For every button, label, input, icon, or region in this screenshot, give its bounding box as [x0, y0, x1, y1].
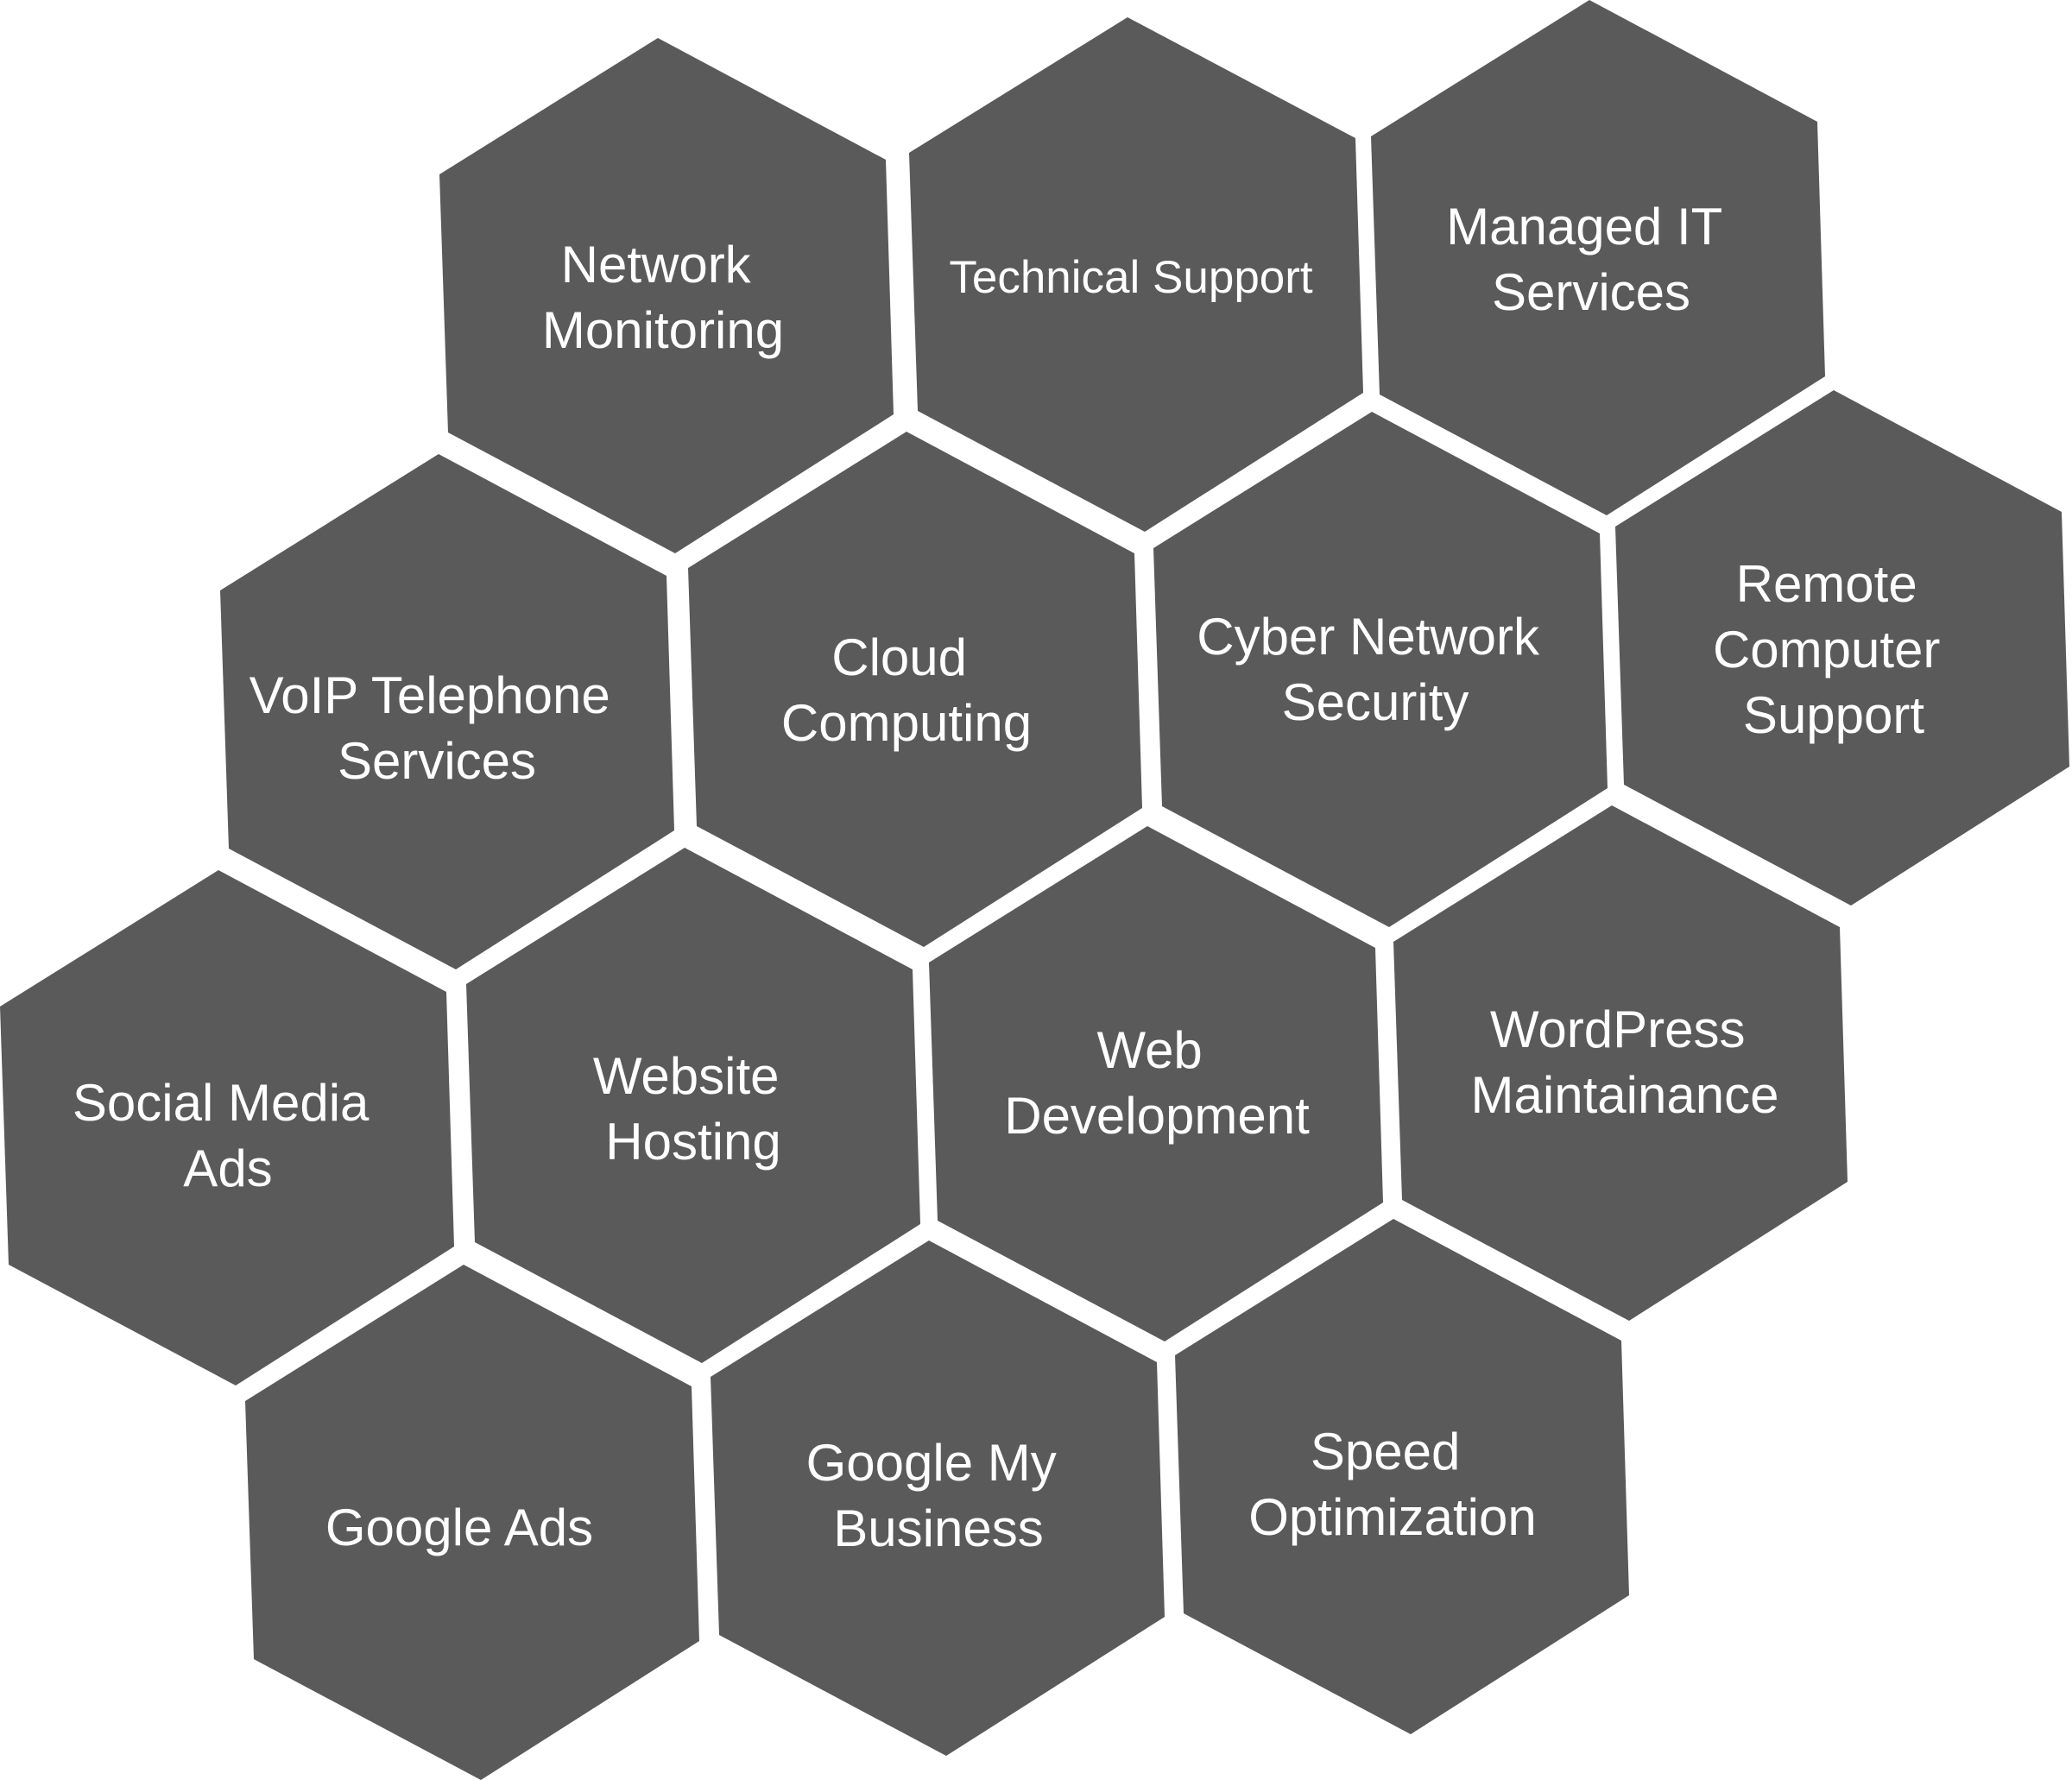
hex-tile-wordpress-maintainance: WordPress Maintainance — [1393, 805, 1848, 1321]
hex-tile-social-media-ads: Social Media Ads — [0, 870, 454, 1385]
hex-label-line: Network — [561, 236, 752, 294]
hex-label-line: Development — [1004, 1087, 1310, 1145]
hex-label: Cyber Network Security — [1197, 608, 1553, 731]
hex-shape — [466, 848, 920, 1363]
hex-label: Managed IT Services — [1446, 198, 1736, 321]
hex-label: Speed Optimization — [1248, 1423, 1536, 1546]
hex-label-line: Maintainance — [1471, 1066, 1779, 1124]
hex-shape — [220, 454, 674, 969]
hex-label: Cloud Computing — [781, 628, 1032, 752]
hex-label: Network Monitoring — [542, 236, 784, 359]
hex-tile-google-ads: Google Ads — [245, 1265, 699, 1780]
hex-label-line: Technical Support — [949, 252, 1313, 303]
hex-label: Social Media Ads — [73, 1074, 383, 1197]
hex-label: WordPress Maintainance — [1471, 1000, 1779, 1124]
hex-label-line: Support — [1743, 686, 1924, 744]
hex-tile-cyber-network-security: Cyber Network Security — [1153, 412, 1608, 927]
hex-shape — [711, 1240, 1165, 1756]
hex-label-line: Security — [1282, 673, 1469, 731]
hex-shape — [909, 17, 1363, 532]
hex-shape — [439, 38, 894, 553]
hex-shape — [245, 1265, 699, 1780]
hex-label-line: Optimization — [1248, 1488, 1536, 1546]
hex-shape — [688, 432, 1142, 947]
hex-label-line: Cloud — [831, 628, 967, 686]
hex-label-line: Remote — [1736, 555, 1917, 613]
hex-tile-website-hosting: Website Hosting — [466, 848, 920, 1363]
hex-label-line: Ads — [183, 1139, 272, 1197]
hex-label: Website Hosting — [593, 1047, 793, 1171]
hex-tile-web-development: Web Development — [929, 826, 1383, 1341]
hex-label-line: Cyber Network — [1197, 608, 1540, 666]
hex-label-line: Web — [1097, 1021, 1203, 1079]
hex-label-line: Monitoring — [542, 301, 784, 359]
hex-tile-technical-support: Technical Support — [909, 17, 1363, 532]
hex-label: Google My Business — [806, 1434, 1071, 1557]
hex-label: Web Development — [1004, 1021, 1310, 1145]
hex-shape — [929, 826, 1383, 1341]
hex-shape — [0, 870, 454, 1385]
hex-label-line: Computer — [1713, 621, 1940, 679]
hex-tile-remote-computer-support: Remote Computer Support — [1615, 390, 2069, 906]
hex-label: Google Ads — [325, 1499, 593, 1556]
hex-label-line: Services — [1492, 263, 1690, 321]
hex-shape — [1175, 1219, 1629, 1734]
hex-label-line: Hosting — [605, 1113, 780, 1171]
hex-label-line: Computing — [781, 694, 1032, 752]
hex-label-line: WordPress — [1490, 1000, 1746, 1058]
hex-label-line: Google My — [806, 1434, 1057, 1492]
hex-tile-google-my-business: Google My Business — [711, 1240, 1165, 1756]
hex-label-line: Social Media — [73, 1074, 370, 1132]
hex-shape — [1393, 805, 1848, 1321]
hex-label-line: Services — [338, 732, 536, 790]
hex-tile-network-monitoring: Network Monitoring — [439, 38, 894, 553]
hex-label-line: Managed IT — [1446, 198, 1722, 256]
hex-tile-voip-telephone-services: VoIP Telephone Services — [220, 454, 674, 969]
hex-label: Technical Support — [949, 252, 1313, 303]
hex-shape — [1371, 0, 1825, 515]
hex-label-line: VoIP Telephone — [250, 666, 610, 724]
hex-label-line: Website — [593, 1047, 780, 1105]
hex-label: Remote Computer Support — [1713, 555, 1955, 744]
hex-label-line: Google Ads — [325, 1499, 593, 1556]
hex-shape — [1615, 390, 2069, 906]
hex-shape — [1153, 412, 1608, 927]
hex-tile-cloud-computing: Cloud Computing — [688, 432, 1142, 947]
hex-label-line: Business — [833, 1499, 1043, 1557]
hex-label: VoIP Telephone Services — [250, 666, 625, 790]
hex-tile-speed-optimization: Speed Optimization — [1175, 1219, 1629, 1734]
hex-label-line: Speed — [1311, 1423, 1461, 1480]
hex-tile-managed-it-services: Managed IT Services — [1371, 0, 1825, 515]
